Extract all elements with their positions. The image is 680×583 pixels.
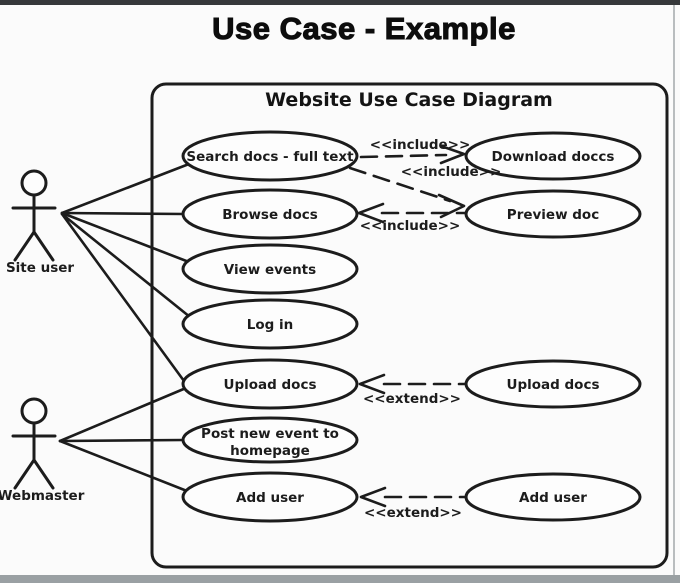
use-case-view-events-ellipse: [181, 243, 359, 295]
use-case-add-user-extension: Add user: [464, 472, 642, 522]
use-case-view-events: View events: [181, 243, 359, 295]
association-site-user-log-in: [60, 212, 192, 319]
include-label-preview-browse: <<include>>: [360, 218, 461, 234]
extend-label-add-user: <<extend>>: [364, 505, 462, 521]
use-case-add-user-extension-label: Add user: [519, 490, 587, 506]
use-case-upload-docs-extension: Upload docs: [464, 359, 642, 409]
page-title: Use Case - Example: [212, 11, 516, 46]
site-user-left-leg: [13, 230, 36, 262]
use-case-browse-docs-label: Browse docs: [222, 207, 318, 223]
use-case-upload-docs: Upload docs: [181, 358, 359, 410]
use-case-search-docs: Search docs - full text: [181, 130, 359, 182]
use-case-preview-doc-ellipse: [464, 189, 642, 239]
include-line-search-preview: [348, 166, 452, 203]
webmaster-right-leg: [32, 458, 55, 490]
top-edge-bar: [0, 0, 680, 5]
actor-site-user: Site user: [6, 169, 74, 276]
use-case-search-docs-label: Search docs - full text: [186, 149, 354, 165]
association-webmaster-add-user: [58, 439, 189, 493]
association-webmaster-upload-docs: [58, 386, 188, 443]
include-arrowhead-search-download: [439, 144, 466, 165]
association-site-user-view-events: [60, 211, 191, 264]
use-case-upload-docs-extension-label: Upload docs: [507, 377, 600, 393]
association-webmaster-post-new-event: [58, 438, 186, 443]
use-case-log-in-ellipse: [181, 298, 359, 350]
use-case-add-user: Add user: [181, 471, 359, 523]
use-case-add-user-label: Add user: [236, 490, 304, 506]
system-boundary-box: [150, 82, 669, 569]
include-arrowhead-preview-browse: [357, 202, 385, 224]
extend-arrowhead-upload-docs: [358, 373, 386, 395]
actor-webmaster-label: Webmaster: [0, 488, 85, 504]
use-case-preview-doc-label: Preview doc: [507, 207, 599, 223]
actor-webmaster: Webmaster: [0, 397, 85, 504]
include-label-search-preview: <<include>>: [401, 164, 502, 180]
site-user-head-icon: [20, 169, 48, 197]
actor-site-user-label: Site user: [6, 260, 74, 276]
use-case-browse-docs-ellipse: [181, 188, 359, 240]
use-case-log-in: Log in: [181, 298, 359, 350]
use-case-view-events-label: View events: [224, 262, 316, 278]
extend-arrowhead-add-user: [359, 486, 387, 508]
include-label-search-download: <<include>>: [370, 137, 471, 153]
use-case-browse-docs: Browse docs: [181, 188, 359, 240]
bottom-edge-bar: [0, 575, 680, 583]
right-edge-line: [673, 5, 675, 575]
webmaster-left-leg: [13, 458, 36, 490]
use-case-log-in-label: Log in: [247, 317, 293, 333]
use-case-download-doccs-ellipse: [464, 131, 642, 181]
use-case-post-new-event-label-line2: homepage: [230, 443, 310, 459]
use-case-post-new-event: Post new event to homepage: [181, 416, 359, 464]
extend-label-upload-docs: <<extend>>: [363, 391, 461, 407]
association-site-user-upload-docs: [60, 212, 186, 383]
site-user-right-leg: [32, 230, 55, 262]
use-case-post-new-event-ellipse: [181, 416, 359, 464]
use-case-add-user-ellipse: [181, 471, 359, 523]
use-case-upload-docs-label: Upload docs: [224, 377, 317, 393]
use-case-preview-doc: Preview doc: [464, 189, 642, 239]
association-site-user-browse-docs: [60, 211, 186, 216]
use-case-download-doccs: Download doccs: [464, 131, 642, 181]
include-line-search-download: [359, 153, 448, 159]
webmaster-head-icon: [20, 397, 48, 425]
use-case-post-new-event-label-line1: Post new event to: [201, 426, 339, 442]
use-case-download-doccs-label: Download doccs: [492, 149, 615, 165]
system-boundary-title: Website Use Case Diagram: [265, 89, 553, 111]
use-case-upload-docs-ellipse: [181, 358, 359, 410]
use-case-search-docs-ellipse: [181, 130, 359, 182]
association-site-user-search-docs: [60, 162, 191, 215]
